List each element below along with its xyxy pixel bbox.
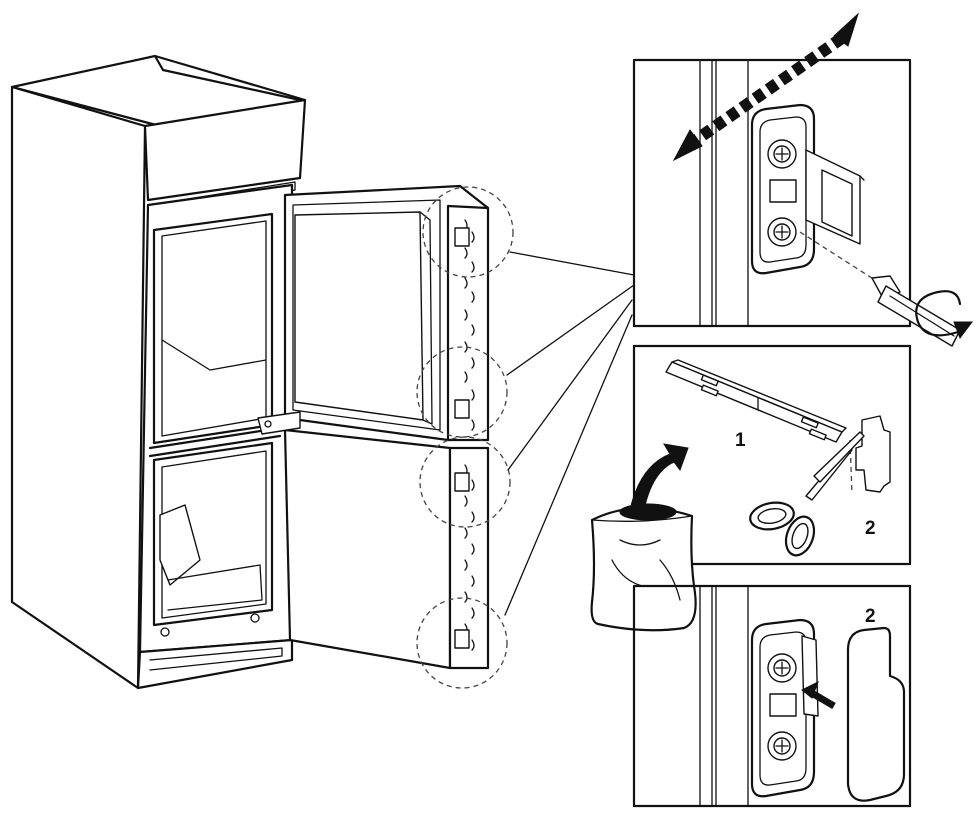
push-arrow-icon bbox=[801, 680, 836, 710]
scissors-icon bbox=[749, 431, 865, 557]
upper-door bbox=[283, 184, 490, 442]
detail-box-hinge-adjust bbox=[632, 58, 973, 347]
detail-box-fit-cover: 2 bbox=[632, 584, 912, 808]
appliance-cabinet bbox=[10, 54, 307, 690]
lower-door bbox=[257, 411, 490, 670]
double-arrow-icon bbox=[672, 12, 860, 162]
detail-box-cut-parts: 1 2 bbox=[632, 344, 912, 566]
waste-bag-icon bbox=[590, 443, 697, 632]
part-2-cut-label: 2 bbox=[865, 518, 876, 539]
callout-leader-lines bbox=[504, 251, 635, 616]
hinge-callout-circles bbox=[416, 186, 514, 689]
rotation-arrow-icon bbox=[915, 290, 973, 340]
part-2-cover-label: 2 bbox=[865, 606, 876, 627]
hinge-cover-plate bbox=[846, 626, 906, 802]
part-1-label: 1 bbox=[735, 430, 746, 451]
screwdriver-icon bbox=[871, 275, 961, 347]
